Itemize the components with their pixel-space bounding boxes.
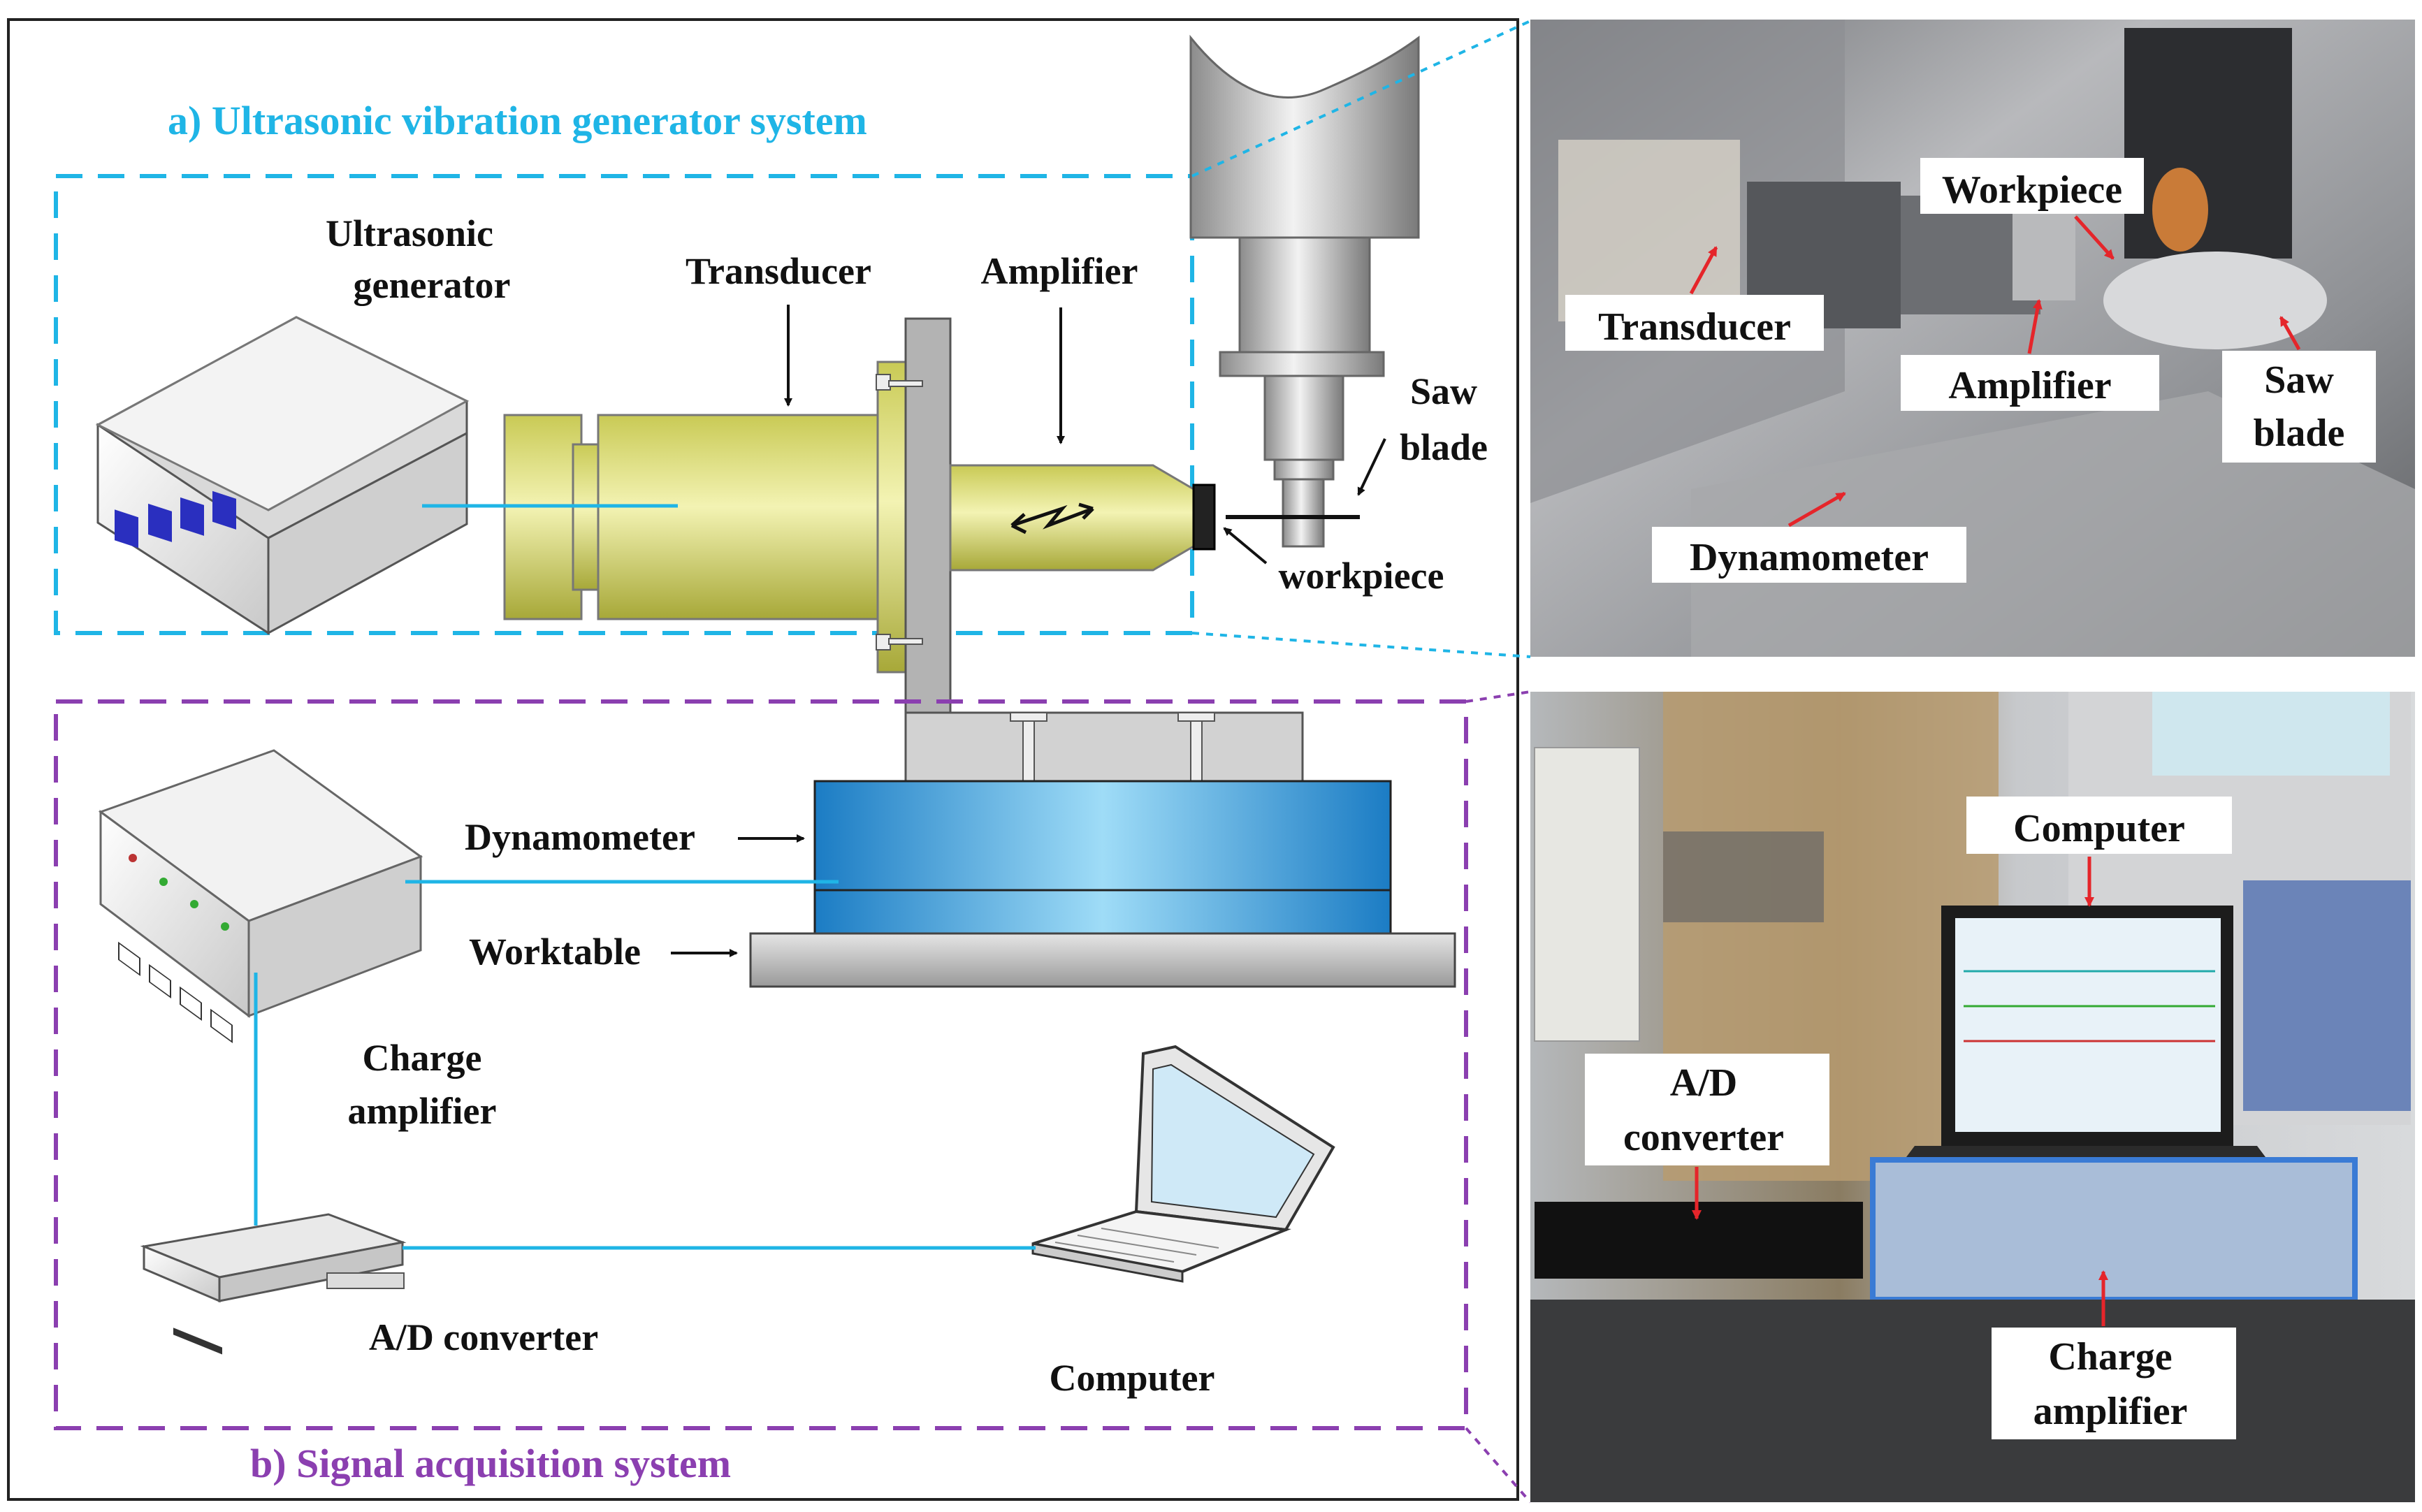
photo-label-workpiece: Workpiece	[1942, 168, 2122, 212]
dynamometer-shape	[813, 780, 1392, 935]
zoom-line-a-bottom	[1191, 632, 1531, 658]
photo-arrow-transducer	[1689, 246, 1718, 295]
photo-label-transducer: Transducer	[1598, 305, 1791, 349]
arrow-workpiece	[1223, 527, 1268, 565]
photo-label-computer: Computer	[2013, 807, 2185, 850]
label-computer: Computer	[1050, 1357, 1215, 1399]
zoom-line-b-top	[1465, 690, 1531, 703]
photo-label-ad-converter-1: A/D	[1670, 1061, 1737, 1105]
label-worktable: Worktable	[469, 931, 641, 973]
label-dynamometer: Dynamometer	[465, 816, 695, 858]
label-ad-converter: A/D converter	[369, 1316, 598, 1358]
label-ultrasonic-generator-1: Ultrasonic	[326, 212, 493, 254]
spindle	[1189, 34, 1420, 548]
photo-label-dynamometer: Dynamometer	[1690, 536, 1929, 579]
laptop-icon	[1031, 1045, 1335, 1283]
ad-converter-icon	[140, 1213, 407, 1355]
transducer-body	[503, 361, 907, 674]
label-saw-blade-1: Saw	[1410, 370, 1477, 412]
fixture-bracket	[876, 317, 1304, 792]
photo-bottom-labels: Computer A/D converter Charge amplifier	[1585, 797, 2236, 1439]
photo-label-ad-converter-2: converter	[1623, 1116, 1784, 1159]
photo-arrow-saw-blade	[2279, 316, 2301, 351]
label-transducer: Transducer	[686, 250, 871, 292]
section-a-box	[54, 174, 1194, 635]
label-charge-amplifier-1: Charge	[363, 1037, 482, 1079]
zoom-line-b-bottom	[1465, 1427, 1532, 1504]
photo-label-saw-blade-2: blade	[2254, 412, 2345, 455]
photo-label-charge-amplifier-1: Charge	[2048, 1335, 2172, 1379]
charge-amplifier-icon	[98, 749, 423, 1043]
photo-top-labels: Workpiece Transducer Amplifier Saw blade…	[1565, 158, 2376, 583]
label-saw-blade-2: blade	[1400, 426, 1488, 468]
zoom-line-a-top	[1191, 20, 1531, 177]
label-amplifier: Amplifier	[981, 250, 1138, 292]
photo-arrow-workpiece	[2074, 215, 2115, 260]
photo-arrow-amplifier	[2027, 299, 2043, 354]
photo-label-amplifier: Amplifier	[1948, 364, 2111, 407]
arrow-saw-blade	[1357, 438, 1386, 496]
photo-label-charge-amplifier-2: amplifier	[2033, 1390, 2188, 1433]
amplifier-horn	[949, 464, 1195, 572]
workpiece-shape	[1192, 484, 1216, 551]
section-b-title: b) Signal acquisition system	[250, 1441, 731, 1486]
ultrasonic-generator-icon	[95, 316, 470, 635]
label-ultrasonic-generator-2: generator	[354, 264, 511, 306]
section-b-box	[54, 699, 1468, 1430]
photo-arrow-dynamometer	[1788, 491, 1846, 528]
section-a-title: a) Ultrasonic vibration generator system	[168, 98, 867, 143]
label-workpiece: workpiece	[1279, 555, 1444, 597]
label-charge-amplifier-2: amplifier	[348, 1090, 497, 1132]
photo-label-saw-blade-1: Saw	[2264, 358, 2334, 402]
worktable-shape	[749, 932, 1456, 988]
